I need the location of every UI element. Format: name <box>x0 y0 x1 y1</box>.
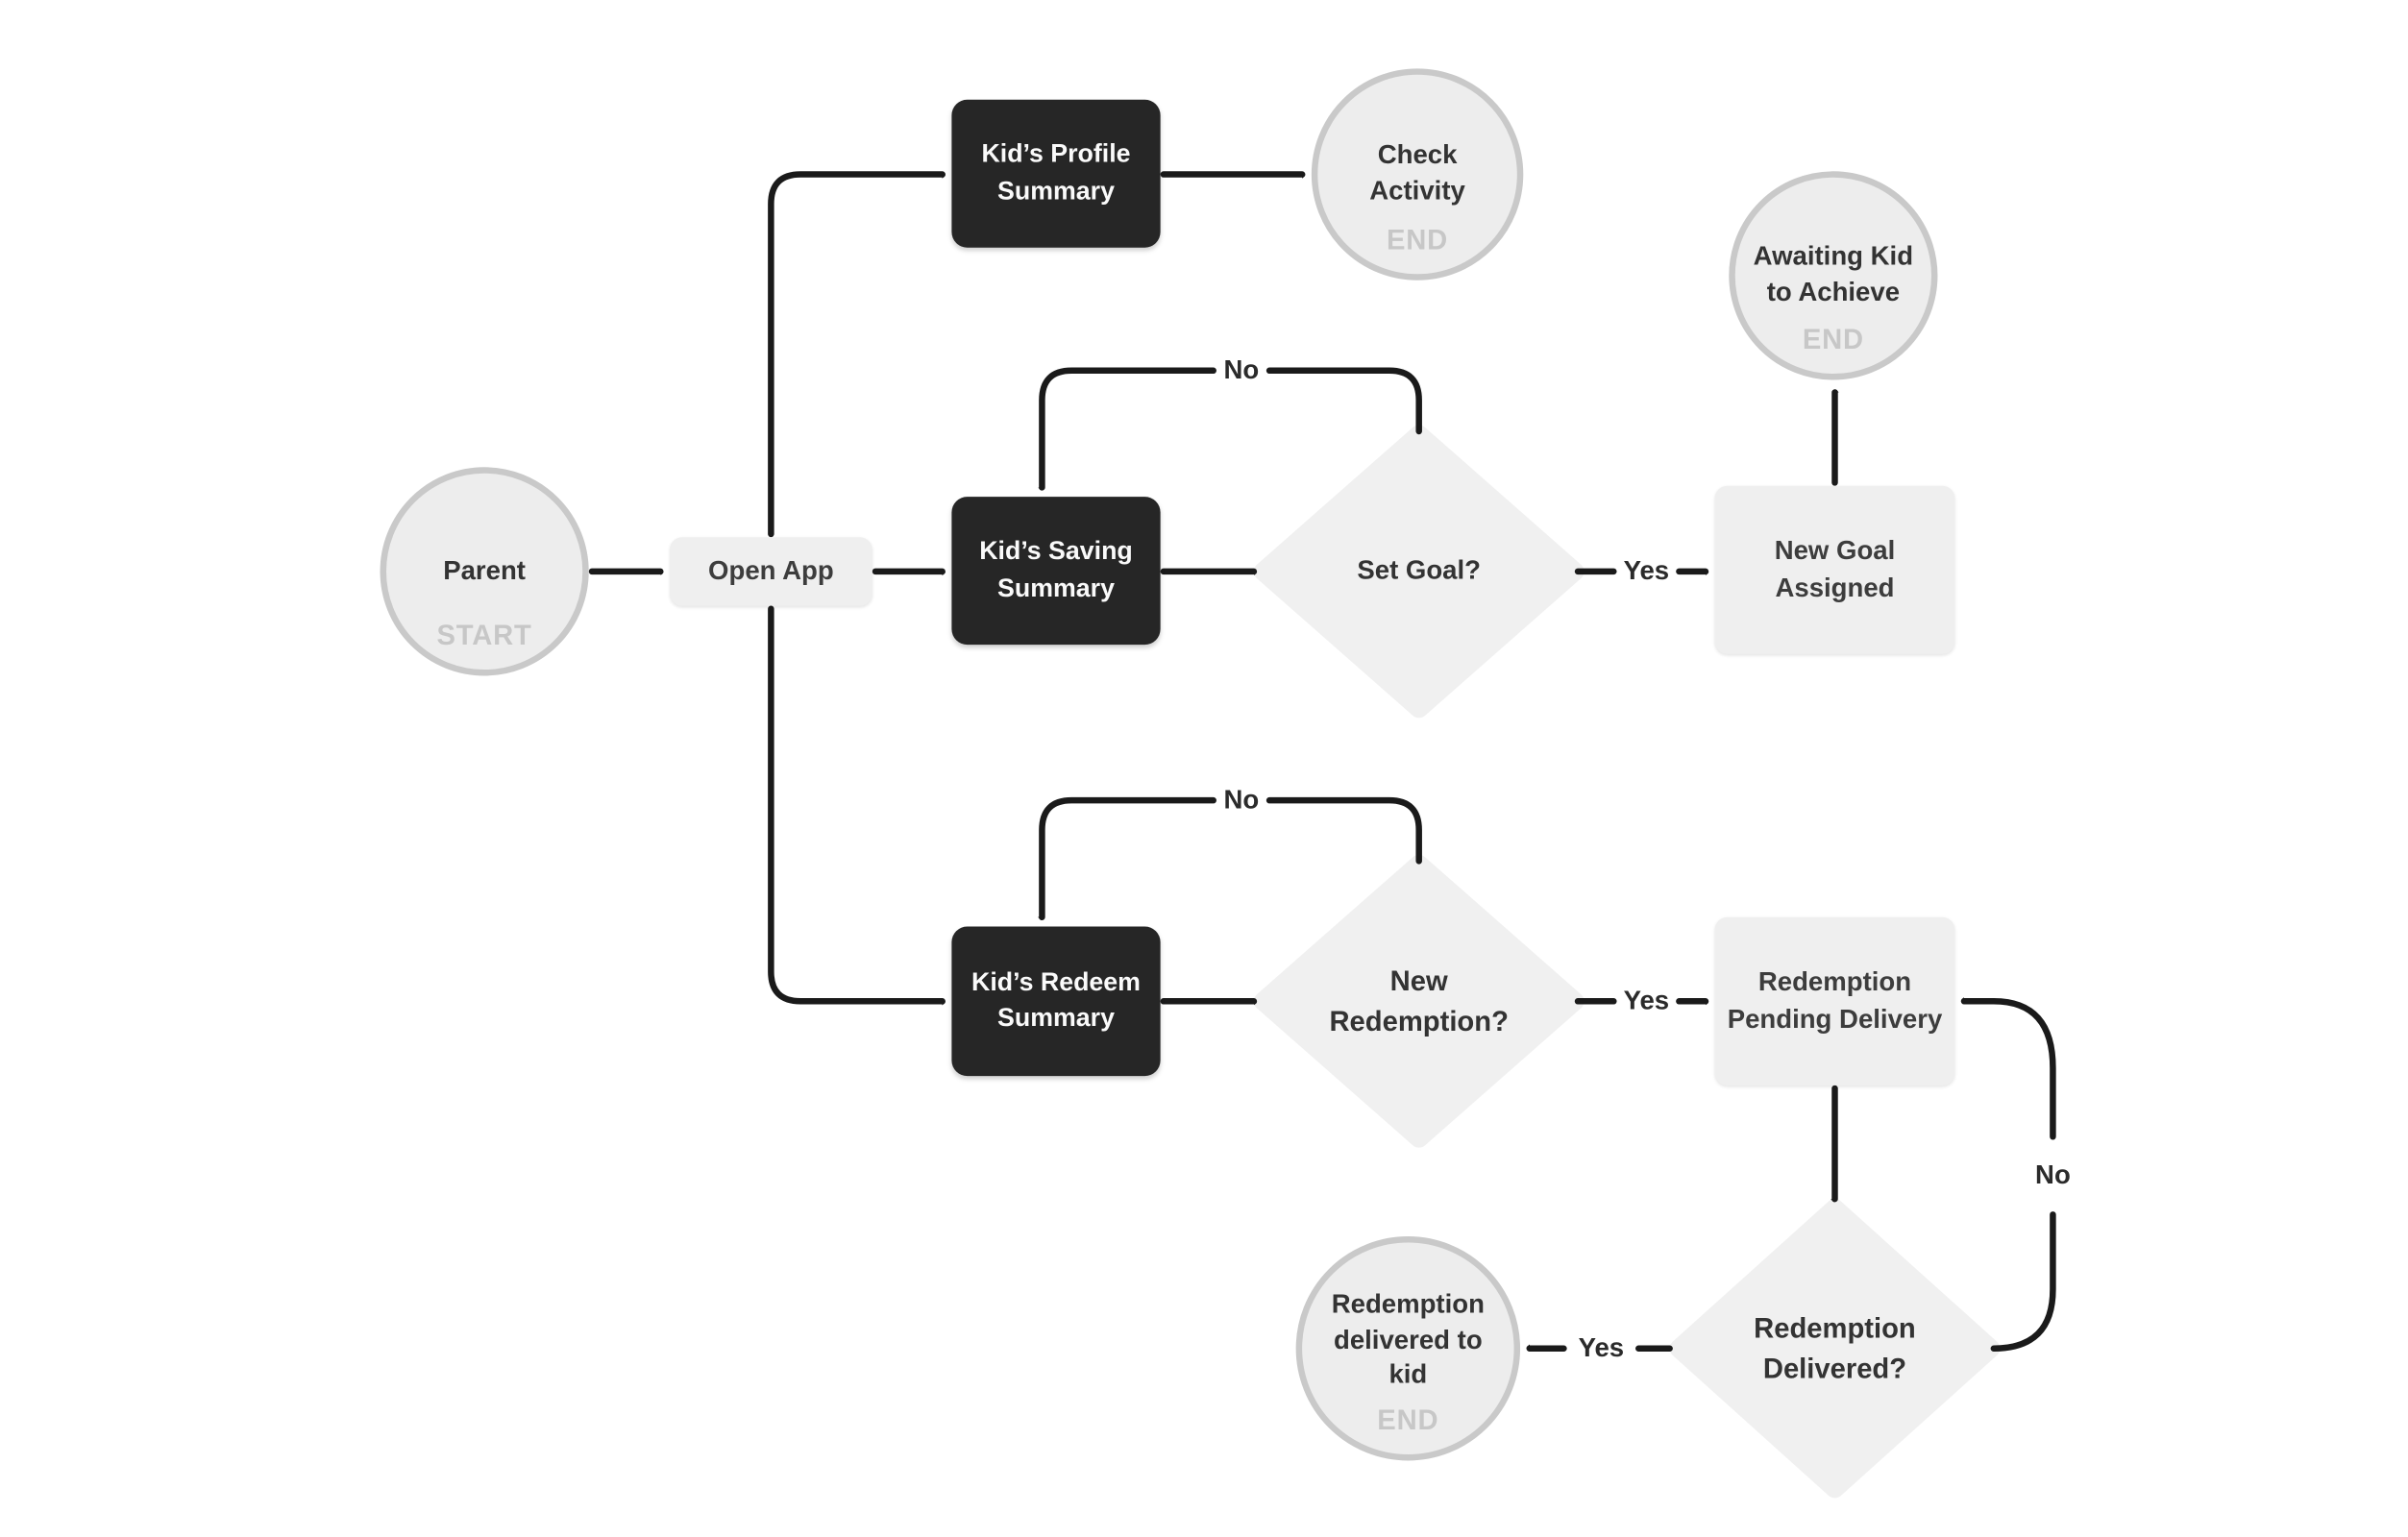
edge-set-goal-no-right <box>1265 367 1422 435</box>
node-new-goal-assigned-label: New Goal Assigned <box>1774 535 1896 603</box>
node-redemption-delivered-label: Redemption Delivered? <box>1754 1312 1916 1385</box>
edge-label-no-redemption-delivered: No <box>2035 1159 2071 1190</box>
node-redemption-pending-delivery: Redemption Pending Delivery <box>1714 916 1955 1086</box>
node-kids-redeem-summary-label: Kid’s Redeem Summary <box>971 968 1141 1033</box>
node-set-goal-label: Set Goal? <box>1357 555 1482 585</box>
edge-label-yes-redemption-delivered: Yes <box>1578 1332 1625 1363</box>
node-kids-saving-summary-label: Kid’s Saving Summary <box>979 537 1133 602</box>
node-open-app: Open App <box>670 537 872 606</box>
edge-new-redemption-no-left <box>1042 796 1216 920</box>
node-new-redemption-label: New Redemption? <box>1329 964 1509 1037</box>
edge-label-no-new-redemption: No <box>1223 784 1260 815</box>
edge-label-yes-new-redemption: Yes <box>1623 986 1670 1015</box>
edge-open-app-to-profile-summary <box>768 171 946 538</box>
node-parent-tag: START <box>436 620 532 651</box>
node-redemption-pending-delivery-label: Redemption Pending Delivery <box>1727 966 1943 1035</box>
edge-delivered-no-bottom <box>1990 1211 2056 1352</box>
edge-label-yes-set-goal: Yes <box>1623 555 1670 586</box>
node-redemption-delivered-end: Redemption delivered to kid END <box>1295 1236 1521 1461</box>
node-check-activity-tag: END <box>1387 224 1449 256</box>
node-redemption-delivered-end-tag: END <box>1377 1404 1439 1436</box>
edge-set-goal-no-left <box>1042 367 1216 491</box>
node-open-app-label: Open App <box>708 555 834 586</box>
node-awaiting-kid-label: Awaiting Kid to Achieve <box>1753 241 1914 307</box>
node-awaiting-kid-end: Awaiting Kid to Achieve END <box>1729 171 1938 380</box>
node-awaiting-kid-tag: END <box>1802 324 1864 355</box>
node-parent-start: Parent START <box>380 467 589 676</box>
node-kids-saving-summary: Kid’s Saving Summary <box>951 497 1161 646</box>
node-parent-label: Parent <box>443 554 526 585</box>
edge-delivered-no-top <box>1960 1001 2056 1140</box>
node-new-goal-assigned: New Goal Assigned <box>1714 485 1955 654</box>
node-kids-profile-summary: Kid’s Profile Summary <box>951 99 1161 248</box>
node-check-activity-label: Check Activity <box>1369 139 1465 206</box>
node-kids-redeem-summary: Kid’s Redeem Summary <box>951 926 1161 1077</box>
node-check-activity-end: Check Activity END <box>1311 68 1524 281</box>
edge-label-no-set-goal: No <box>1223 354 1260 385</box>
node-redemption-delivered-end-label: Redemption delivered to kid <box>1331 1288 1485 1390</box>
edge-open-app-to-redeem-summary <box>768 605 946 1001</box>
edge-new-redemption-no-right <box>1265 796 1422 865</box>
node-kids-profile-summary-label: Kid’s Profile Summary <box>981 140 1131 206</box>
